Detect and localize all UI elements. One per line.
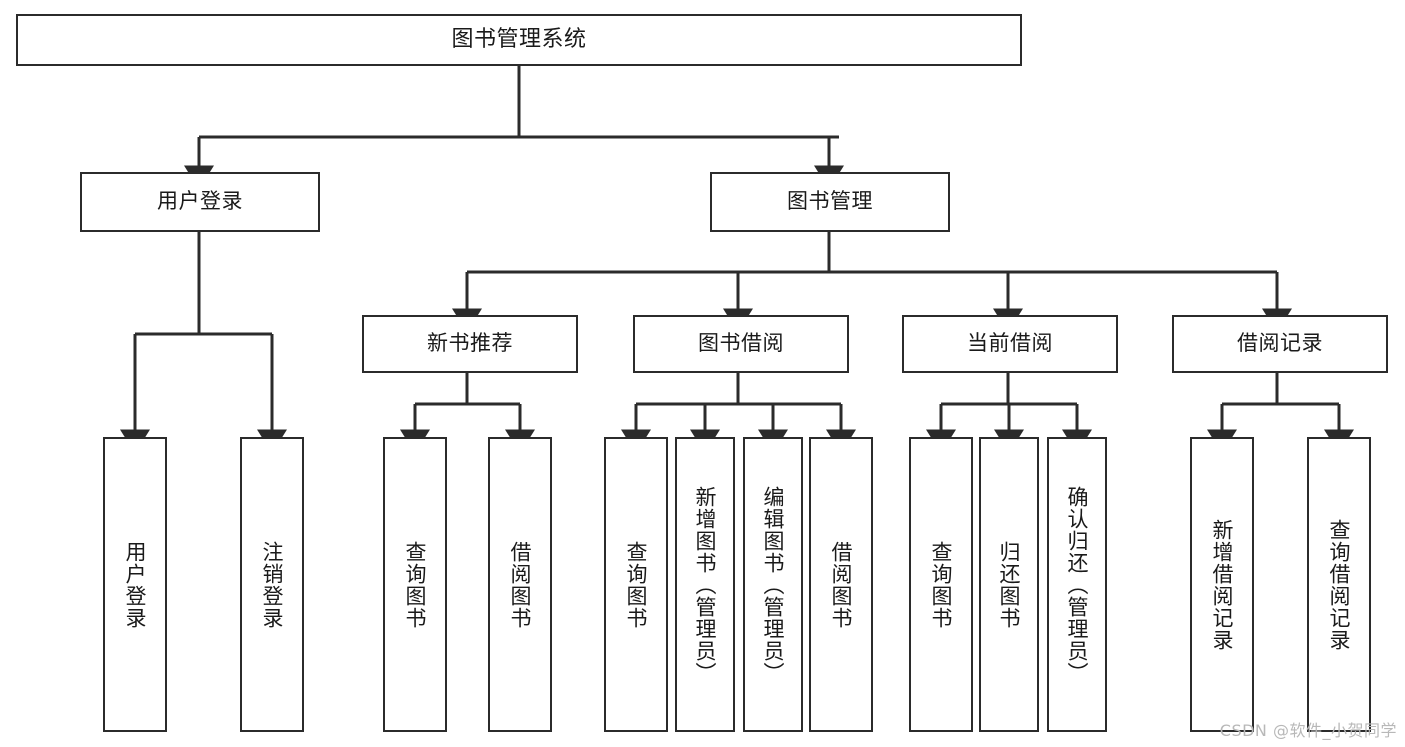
node-leaf-add-record[interactable]: 新增借阅记录 (1190, 437, 1254, 732)
node-current-borrow-label: 当前借阅 (967, 331, 1053, 356)
node-leaf-user-logout-label: 注销登录 (260, 540, 285, 629)
node-leaf-query-book-2-label: 查询图书 (624, 540, 649, 629)
node-leaf-query-book-1[interactable]: 查询图书 (383, 437, 447, 732)
node-borrow-record-label: 借阅记录 (1237, 331, 1323, 356)
node-root-label: 图书管理系统 (451, 26, 587, 52)
node-leaf-borrow-book-2[interactable]: 借阅图书 (809, 437, 873, 732)
node-current-borrow[interactable]: 当前借阅 (902, 315, 1118, 373)
node-leaf-add-record-label: 新增借阅记录 (1210, 518, 1235, 651)
node-user-login[interactable]: 用户登录 (80, 172, 320, 232)
node-leaf-user-logout[interactable]: 注销登录 (240, 437, 304, 732)
node-leaf-query-record[interactable]: 查询借阅记录 (1307, 437, 1371, 732)
node-leaf-query-book-2[interactable]: 查询图书 (604, 437, 668, 732)
node-leaf-edit-book-label: 编辑图书（管理员） (761, 485, 786, 684)
node-leaf-query-record-label: 查询借阅记录 (1327, 518, 1352, 651)
node-leaf-confirm-return-label: 确认归还（管理员） (1065, 485, 1090, 684)
node-leaf-user-login-label: 用户登录 (123, 540, 148, 629)
node-book-manage-label: 图书管理 (787, 189, 873, 214)
node-new-book-recommend-label: 新书推荐 (427, 331, 513, 356)
node-leaf-return-book[interactable]: 归还图书 (979, 437, 1039, 732)
node-leaf-borrow-book-1[interactable]: 借阅图书 (488, 437, 552, 732)
node-book-borrow-label: 图书借阅 (698, 331, 784, 356)
node-leaf-confirm-return[interactable]: 确认归还（管理员） (1047, 437, 1107, 732)
node-leaf-edit-book[interactable]: 编辑图书（管理员） (743, 437, 803, 732)
node-leaf-borrow-book-1-label: 借阅图书 (508, 540, 533, 629)
node-leaf-user-login[interactable]: 用户登录 (103, 437, 167, 732)
node-leaf-query-book-1-label: 查询图书 (403, 540, 428, 629)
node-leaf-add-book-label: 新增图书（管理员） (693, 485, 718, 684)
node-root[interactable]: 图书管理系统 (16, 14, 1022, 66)
node-leaf-add-book[interactable]: 新增图书（管理员） (675, 437, 735, 732)
node-user-login-label: 用户登录 (157, 189, 243, 214)
node-new-book-recommend[interactable]: 新书推荐 (362, 315, 578, 373)
node-book-manage[interactable]: 图书管理 (710, 172, 950, 232)
node-leaf-borrow-book-2-label: 借阅图书 (829, 540, 854, 629)
node-book-borrow[interactable]: 图书借阅 (633, 315, 849, 373)
node-borrow-record[interactable]: 借阅记录 (1172, 315, 1388, 373)
node-leaf-query-book-3[interactable]: 查询图书 (909, 437, 973, 732)
node-leaf-query-book-3-label: 查询图书 (929, 540, 954, 629)
node-leaf-return-book-label: 归还图书 (997, 540, 1022, 629)
